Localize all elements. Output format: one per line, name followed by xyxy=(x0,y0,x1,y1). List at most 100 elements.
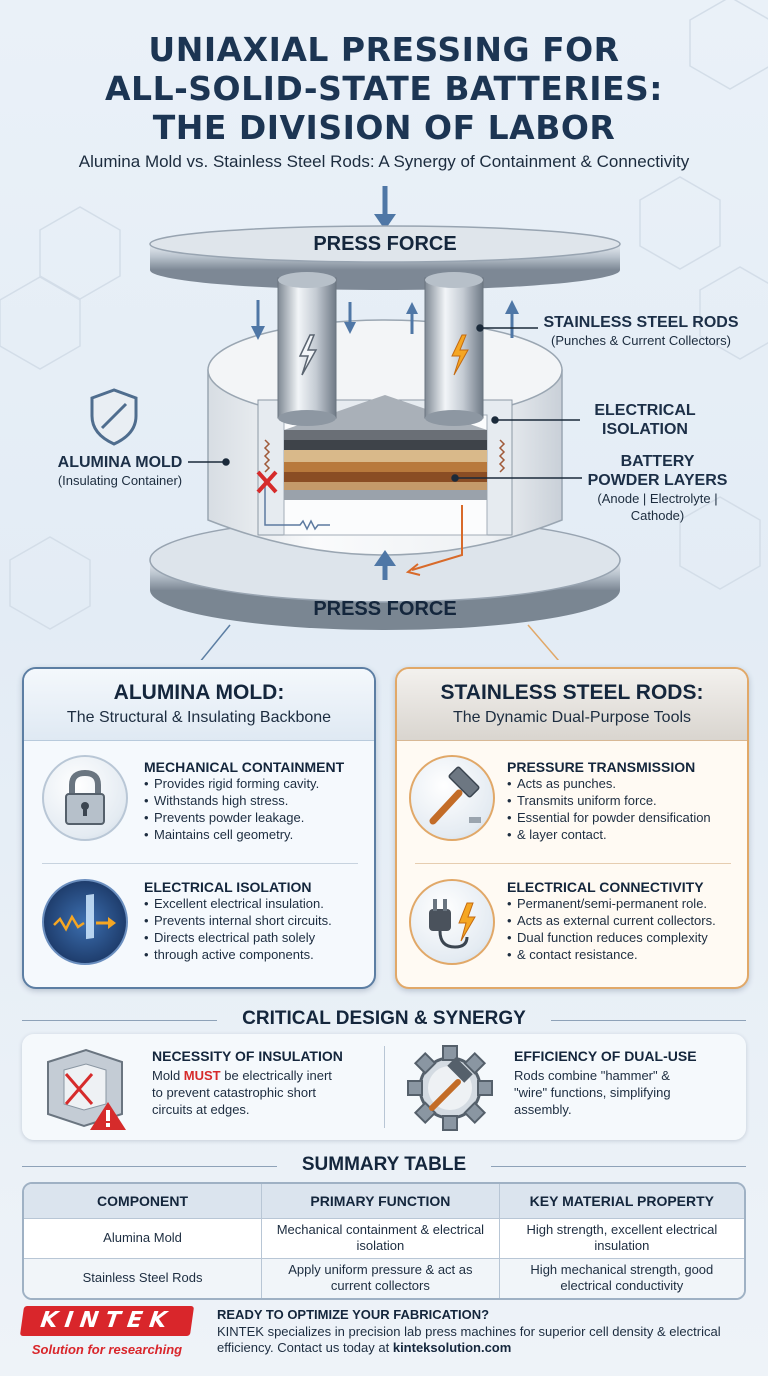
summary-divider-right xyxy=(491,1166,746,1167)
hammer-icon xyxy=(409,755,495,841)
steel-rods-panel-title: STAINLESS STEEL RODS: xyxy=(440,681,704,704)
electrical-isolation-bullets: Excellent electrical insulation. Prevent… xyxy=(144,895,369,963)
layers-label-1: BATTERY xyxy=(620,453,695,470)
list-item: Permanent/semi-permanent role. xyxy=(507,895,743,912)
dual-use-line2: "wire" functions, simplifying xyxy=(514,1085,671,1100)
isolation-label-2: ISOLATION xyxy=(602,421,688,438)
mechanical-containment-section: MECHANICAL CONTAINMENT Provides rigid fo… xyxy=(144,759,369,843)
cta-text: KINTEK specializes in precision lab pres… xyxy=(217,1324,757,1356)
electrical-isolation-section: ELECTRICAL ISOLATION Excellent electrica… xyxy=(144,879,369,963)
electrical-connectivity-section: ELECTRICAL CONNECTIVITY Permanent/semi-p… xyxy=(507,879,743,963)
column-header: KEY MATERIAL PROPERTY xyxy=(499,1184,744,1218)
rods-label: STAINLESS STEEL RODS xyxy=(543,314,739,331)
press-force-arrow-top xyxy=(374,186,396,230)
efficiency-of-dual-use-block: EFFICIENCY OF DUAL-USE Rods combine "ham… xyxy=(514,1048,739,1118)
mold-sublabel: (Insulating Container) xyxy=(57,473,183,488)
shield-icon xyxy=(90,388,138,446)
insulation-barrier-icon xyxy=(42,879,128,965)
table-row: Alumina Mold Mechanical containment & el… xyxy=(24,1217,744,1258)
table-header-row: COMPONENT PRIMARY FUNCTION KEY MATERIAL … xyxy=(24,1184,744,1218)
website-link[interactable]: kinteksolution.com xyxy=(392,1340,512,1355)
left-connector-line xyxy=(200,624,231,660)
insulation-text-post: be electrically inert xyxy=(220,1068,332,1083)
footer-cta: READY TO OPTIMIZE YOUR FABRICATION? KINT… xyxy=(217,1307,757,1356)
insulation-text-line3: circuits at edges. xyxy=(152,1102,250,1117)
page-subtitle: Alumina Mold vs. Stainless Steel Rods: A… xyxy=(78,152,690,171)
column-header: PRIMARY FUNCTION xyxy=(261,1184,500,1218)
efficiency-of-dual-use-text: Rods combine "hammer" & "wire" functions… xyxy=(514,1067,739,1118)
list-item: Excellent electrical insulation. xyxy=(144,895,369,912)
pressure-transmission-section: PRESSURE TRANSMISSION Acts as punches. T… xyxy=(507,759,743,843)
table-cell: High strength, excellent electrical insu… xyxy=(499,1217,744,1258)
dual-use-line3: assembly. xyxy=(514,1102,572,1117)
necessity-of-insulation-block: NECESSITY OF INSULATION Mold MUST be ele… xyxy=(152,1048,382,1118)
table-cell: Mechanical containment & electrical isol… xyxy=(261,1217,500,1258)
insulation-text-line2: to prevent catastrophic short xyxy=(152,1085,317,1100)
steel-rods-panel-header: STAINLESS STEEL RODS: The Dynamic Dual-P… xyxy=(397,669,747,741)
list-item: Withstands high stress. xyxy=(144,792,369,809)
list-item: Prevents internal short circuits. xyxy=(144,912,369,929)
table-cell: Apply uniform pressure & act as current … xyxy=(261,1257,500,1298)
isolation-callout: ELECTRICAL ISOLATION xyxy=(575,401,715,439)
efficiency-of-dual-use-title: EFFICIENCY OF DUAL-USE xyxy=(514,1048,697,1064)
title-line-3: THE DIVISION OF LABOR xyxy=(152,108,616,147)
summary-table: COMPONENT PRIMARY FUNCTION KEY MATERIAL … xyxy=(22,1182,746,1300)
alumina-panel-header: ALUMINA MOLD: The Structural & Insulatin… xyxy=(24,669,374,741)
critical-design-box: NECESSITY OF INSULATION Mold MUST be ele… xyxy=(22,1034,746,1140)
table-cell: Stainless Steel Rods xyxy=(24,1257,263,1298)
layers-sublabel-1: (Anode | Electrolyte | xyxy=(597,491,718,506)
necessity-of-insulation-text: Mold MUST be electrically inert to preve… xyxy=(152,1067,382,1118)
critical-divider-right xyxy=(551,1020,746,1021)
list-item: Acts as punches. xyxy=(507,775,743,792)
current-path-lines xyxy=(263,439,506,576)
electrical-connectivity-title: ELECTRICAL CONNECTIVITY xyxy=(507,879,704,895)
list-item: Transmits uniform force. xyxy=(507,792,743,809)
press-force-bottom-label: PRESS FORCE xyxy=(313,598,457,620)
list-item: & layer contact. xyxy=(507,826,743,843)
list-item: Prevents powder leakage. xyxy=(144,809,369,826)
list-item: Dual function reduces complexity xyxy=(507,929,743,946)
critical-section-header: CRITICAL DESIGN & SYNERGY xyxy=(242,1008,526,1029)
press-force-top-label: PRESS FORCE xyxy=(313,233,457,255)
list-item: Directs electrical path solely xyxy=(144,929,369,946)
title-line-1: UNIAXIAL PRESSING FOR xyxy=(148,30,620,69)
list-item: & contact resistance. xyxy=(507,946,743,963)
rod-force-arrows xyxy=(251,300,519,340)
plug-icon xyxy=(409,879,495,965)
summary-divider-left xyxy=(22,1166,277,1167)
kintek-logo[interactable]: KINTEK Solution for researching xyxy=(19,1306,195,1362)
rods-callout: STAINLESS STEEL RODS (Punches & Current … xyxy=(530,313,752,349)
necessity-of-insulation-title: NECESSITY OF INSULATION xyxy=(152,1048,343,1064)
critical-vertical-divider xyxy=(384,1046,385,1128)
press-diagram xyxy=(90,186,621,660)
callout-leader-lines xyxy=(188,324,582,482)
steel-rods-panel: STAINLESS STEEL RODS: The Dynamic Dual-P… xyxy=(395,667,749,989)
table-cell: Alumina Mold xyxy=(24,1217,263,1258)
pressure-transmission-title: PRESSURE TRANSMISSION xyxy=(507,759,696,775)
table-cell: High mechanical strength, good electrica… xyxy=(499,1257,744,1298)
layers-sublabel-2: Cathode) xyxy=(630,508,685,523)
mold-label: ALUMINA MOLD xyxy=(57,454,183,471)
title-line-2: ALL-SOLID-STATE BATTERIES: xyxy=(105,69,663,108)
alumina-mold-panel: ALUMINA MOLD: The Structural & Insulatin… xyxy=(22,667,376,989)
column-header: COMPONENT xyxy=(24,1184,263,1218)
list-item: Essential for powder densification xyxy=(507,809,743,826)
right-connector-line xyxy=(527,624,560,660)
insulation-emphasis: MUST xyxy=(183,1068,221,1083)
insulation-warning-icon xyxy=(47,1048,126,1130)
list-item: Acts as external current collectors. xyxy=(507,912,743,929)
section-divider xyxy=(42,863,358,864)
press-force-arrow-bottom xyxy=(374,550,396,580)
isolation-label-1: ELECTRICAL xyxy=(594,402,696,419)
mechanical-containment-title: MECHANICAL CONTAINMENT xyxy=(144,759,345,775)
top-press-plate xyxy=(149,225,621,290)
page-title: UNIAXIAL PRESSING FOR ALL-SOLID-STATE BA… xyxy=(0,30,768,147)
table-row: Stainless Steel Rods Apply uniform press… xyxy=(24,1257,744,1298)
layers-label-2: POWDER LAYERS xyxy=(587,472,728,489)
rods-sublabel: (Punches & Current Collectors) xyxy=(551,333,731,348)
mechanical-containment-bullets: Provides rigid forming cavity. Withstand… xyxy=(144,775,369,843)
list-item: Maintains cell geometry. xyxy=(144,826,369,843)
layers-callout: BATTERY POWDER LAYERS (Anode | Electroly… xyxy=(575,452,740,524)
kintek-logo-wordmark: KINTEK xyxy=(19,1306,195,1336)
